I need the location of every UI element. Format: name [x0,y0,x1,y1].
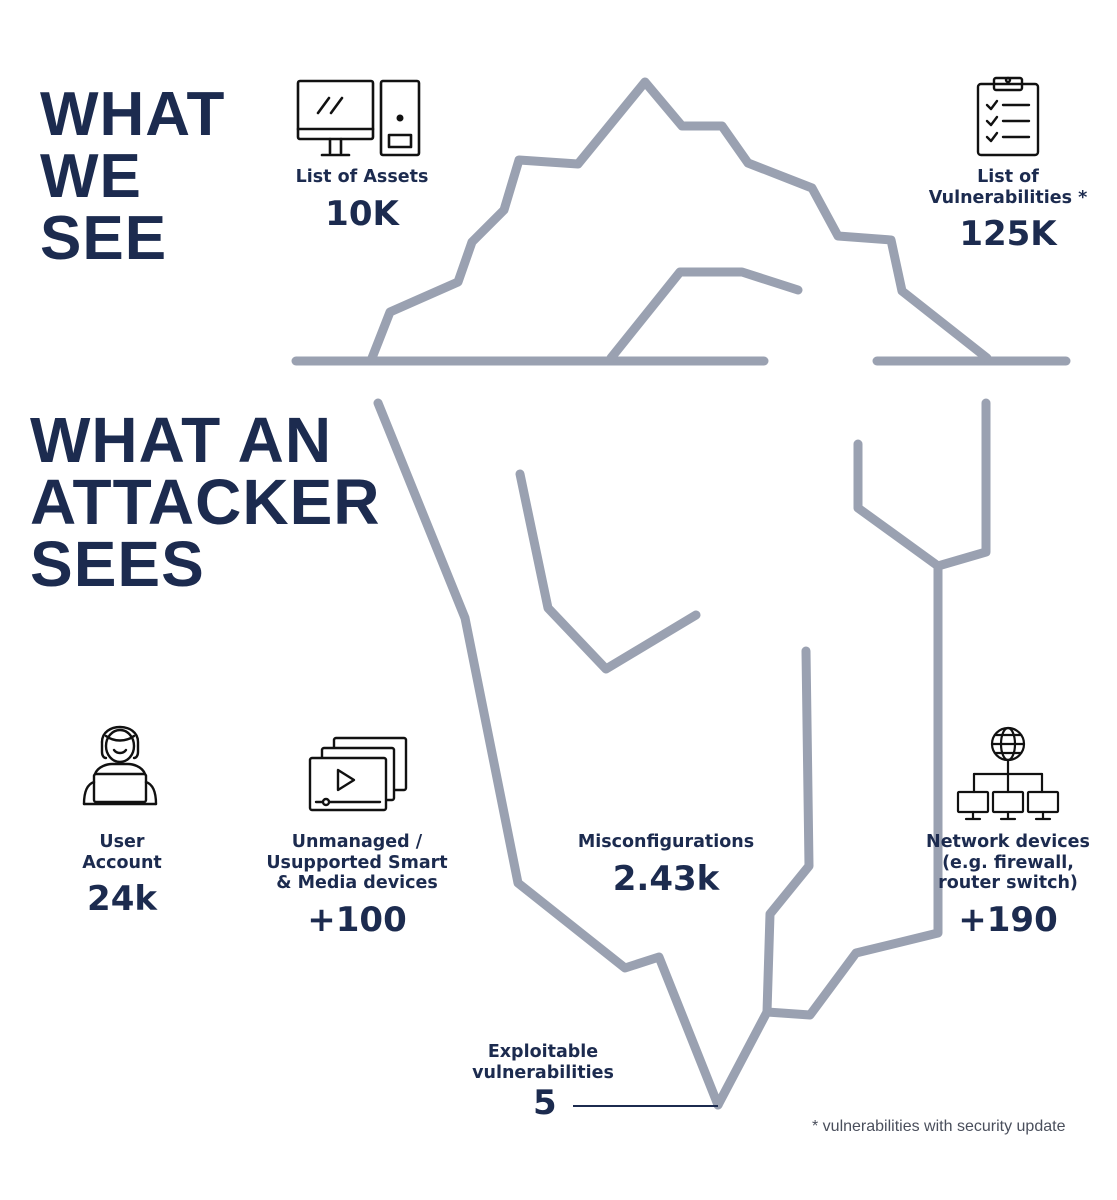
misconfigurations-value: 2.43k [612,858,720,899]
what-we-see-heading: WHAT WE SEE [40,84,225,270]
network-globe-icon [952,726,1064,824]
iceberg-underwater-left [373,398,723,1110]
iceberg-tip-inner-ridge [606,267,803,363]
exploitable-value: 5 [533,1083,557,1123]
heading-line: WHAT AN [30,404,333,476]
heading-line: SEE [40,204,168,273]
exploitable-label: Exploitable vulnerabilities [472,1042,614,1083]
iceberg-tip-outline [367,77,992,363]
clipboard-checklist-icon [974,74,1042,158]
vulnerabilities-value: 125K [959,214,1057,254]
unmanaged-devices-label: Unmanaged / Usupported Smart & Media dev… [266,832,448,893]
network-devices-value: +190 [958,899,1058,940]
user-laptop-icon [80,712,160,812]
footnote: * vulnerabilities with security update [812,1118,1066,1135]
assets-label: List of Assets [295,167,429,187]
heading-line: SEES [30,528,205,600]
media-player-icon [306,734,410,814]
heading-line: ATTACKER [30,466,381,538]
misconfigurations-label: Misconfigurations [577,832,755,852]
iceberg-right-branch [853,439,943,571]
exploitable-stat: Exploitable vulnerabilities 5 [456,1042,630,1123]
misconfigurations-stat: Misconfigurations 2.43k [556,832,776,899]
heading-line: WHAT [40,80,226,149]
computer-icon [296,78,424,160]
iceberg-underwater-right [713,398,991,1110]
user-account-stat: User Account 24k [40,832,204,919]
vulnerabilities-label: List of Vulnerabilities * [928,167,1088,208]
vulnerabilities-stat: List of Vulnerabilities * 125K [918,167,1098,254]
iceberg-inner-fold [515,469,701,674]
heading-line: WE [40,142,142,211]
unmanaged-devices-value: +100 [307,899,407,940]
iceberg-middle-crack [762,646,814,1017]
assets-value: 10K [325,193,399,234]
assets-stat: List of Assets 10K [272,167,452,234]
user-account-value: 24k [87,879,157,919]
network-devices-label: Network devices (e.g. firewall, router s… [926,832,1090,893]
what-attacker-sees-heading: WHAT AN ATTACKER SEES [30,404,381,600]
unmanaged-devices-stat: Unmanaged / Usupported Smart & Media dev… [244,832,470,940]
user-account-label: User Account [82,832,162,873]
network-devices-stat: Network devices (e.g. firewall, router s… [912,832,1104,940]
